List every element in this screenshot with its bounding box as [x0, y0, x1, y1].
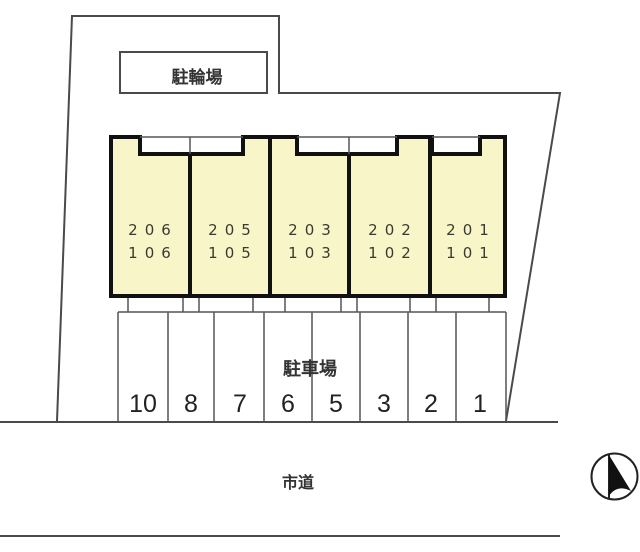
building: 206 106 205 105 203 103 202 102 201 101	[109, 135, 507, 298]
parking-space-1: 1	[473, 390, 487, 418]
parking-label: 駐車場	[283, 358, 337, 380]
entry-porches	[127, 298, 490, 312]
lot-boundary	[56, 15, 562, 422]
building-outline	[109, 135, 507, 298]
unit-upper-number: 201	[446, 221, 496, 239]
unit-205-105: 205 105	[208, 221, 258, 262]
balcony-lines	[140, 136, 480, 154]
road-label: 市道	[282, 473, 314, 492]
unit-upper-number: 206	[128, 221, 178, 239]
unit-lower-number: 101	[446, 244, 496, 262]
parking-space-2: 2	[424, 390, 438, 418]
bicycle-parking-box	[119, 51, 268, 94]
unit-upper-number: 203	[288, 221, 338, 239]
parking-lot: 駐車場 10 8 7 6 5 3 2 1	[117, 311, 507, 421]
parking-space-lines	[117, 311, 507, 421]
parking-space-3: 3	[377, 390, 391, 418]
parking-space-6: 6	[281, 390, 295, 418]
parking-space-7: 7	[233, 390, 247, 418]
parking-space-10: 10	[129, 390, 157, 418]
bicycle-parking: 駐輪場	[119, 51, 268, 94]
north-arrow-icon	[590, 452, 639, 501]
unit-203-103: 203 103	[288, 221, 338, 262]
parking-space-5: 5	[329, 390, 343, 418]
unit-206-106: 206 106	[128, 221, 178, 262]
bicycle-parking-label: 駐輪場	[172, 67, 223, 88]
unit-lower-number: 102	[368, 244, 418, 262]
parking-space-8: 8	[184, 390, 198, 418]
north-arrow-head	[609, 455, 631, 496]
unit-lower-number: 105	[208, 244, 258, 262]
unit-lower-number: 106	[128, 244, 178, 262]
unit-202-102: 202 102	[368, 221, 418, 262]
unit-upper-number: 205	[208, 221, 258, 239]
unit-upper-number: 202	[368, 221, 418, 239]
unit-lower-number: 103	[288, 244, 338, 262]
road: 市道	[0, 421, 560, 537]
unit-201-101: 201 101	[446, 221, 496, 262]
